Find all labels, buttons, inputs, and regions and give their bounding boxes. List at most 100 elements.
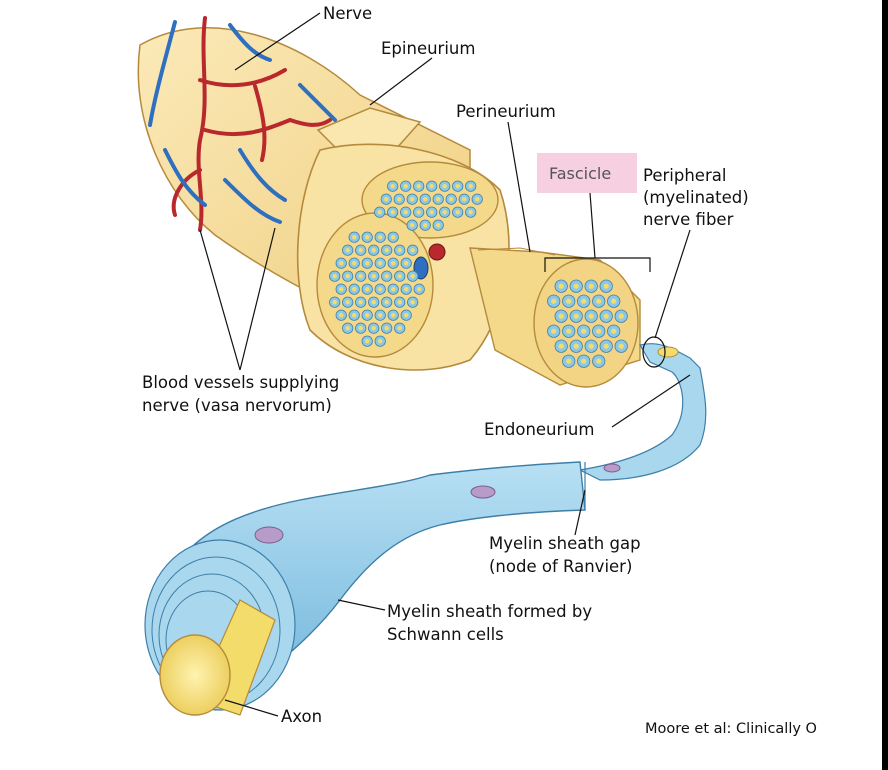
axon-section [345,326,350,331]
axon-section [588,283,594,289]
axon-section [436,223,441,228]
axon-section [403,184,408,189]
veins [148,20,337,224]
nerve-fiber [578,336,707,481]
axon-section [581,298,587,304]
label-peripheral-3: nerve fiber [643,210,734,229]
axon-section [378,235,383,240]
axon-section [449,197,454,202]
label-myelin-gap-1: Myelin sheath gap [489,534,641,553]
label-peripheral-2: (myelinated) [643,188,749,207]
axon-section [475,197,480,202]
axon-section [558,283,564,289]
fibers-fascicle [547,279,628,368]
axon-section [371,326,376,331]
axon-section [442,184,447,189]
axon-section [345,248,350,253]
axon-section [558,343,564,349]
label-fascicle: Fascicle [549,164,611,183]
credit-text: Moore et al: Clinically O [645,721,817,737]
axon-section [391,235,396,240]
axon-section [371,248,376,253]
axon-section [558,313,564,319]
axon-section [397,248,402,253]
axon-section [410,197,415,202]
axon-section [588,313,594,319]
axon-section [618,343,624,349]
extending-fascicle [469,247,641,388]
axon-section [573,283,579,289]
arteries [171,16,332,232]
axon-section [339,261,344,266]
axon-section [390,210,395,215]
axon-section [365,339,370,344]
axon-section [455,184,460,189]
leader-lines [199,12,691,717]
axon-section [332,274,337,279]
axon-section [603,283,609,289]
fascicle-highlight [537,153,637,193]
axon-section [391,261,396,266]
axon-section [573,343,579,349]
axon-section [384,274,389,279]
axon-section [339,287,344,292]
axon-section [397,197,402,202]
axon-section [378,287,383,292]
axon-section [371,274,376,279]
axon-section [352,287,357,292]
axon-section [345,300,350,305]
axon-section [596,328,602,334]
axon-section [423,223,428,228]
axon-section [365,235,370,240]
axon-section [371,300,376,305]
axon-section [378,313,383,318]
axon-section [581,358,587,364]
endoneurium-ring [642,336,666,368]
axon-section [365,261,370,266]
axon-section [611,328,617,334]
nerve-cross-section [296,143,510,371]
axon-section [404,261,409,266]
label-myelin-sheath-2: Schwann cells [387,625,504,644]
schwann-nucleus-3 [603,463,621,473]
axon-section [358,326,363,331]
axon-section [352,313,357,318]
label-myelin-sheath-1: Myelin sheath formed by [387,602,592,621]
label-peripheral-1: Peripheral [643,166,726,185]
schwann-nucleus [254,526,284,544]
axon-section [423,197,428,202]
axon-section [416,210,421,215]
axon-section [410,223,415,228]
axon-section [551,328,557,334]
axon-section [603,343,609,349]
axon-section [358,248,363,253]
axon-section [410,248,415,253]
axon-section [573,313,579,319]
axon-section [611,298,617,304]
axon-section [566,298,572,304]
axon-section [410,274,415,279]
axon-section [384,300,389,305]
axon-section [618,313,624,319]
axon-section [566,358,572,364]
axon-section [416,184,421,189]
axon-section [391,287,396,292]
artery-cross-section [428,243,446,261]
axon-section [384,248,389,253]
axon-section [397,326,402,331]
label-myelin-gap-2: (node of Ranvier) [489,557,632,576]
axon-section [566,328,572,334]
axon-section [603,313,609,319]
fibers-lower [329,231,425,347]
axon-section [455,210,460,215]
axon-section [403,210,408,215]
axon-section [397,300,402,305]
label-blood-vessels-1: Blood vessels supplying [142,373,339,392]
label-nerve: Nerve [323,4,372,23]
schwann-nucleus-2 [470,485,496,499]
axon-section [410,300,415,305]
axon-section [468,184,473,189]
axon-section [384,197,389,202]
axon-section [378,339,383,344]
